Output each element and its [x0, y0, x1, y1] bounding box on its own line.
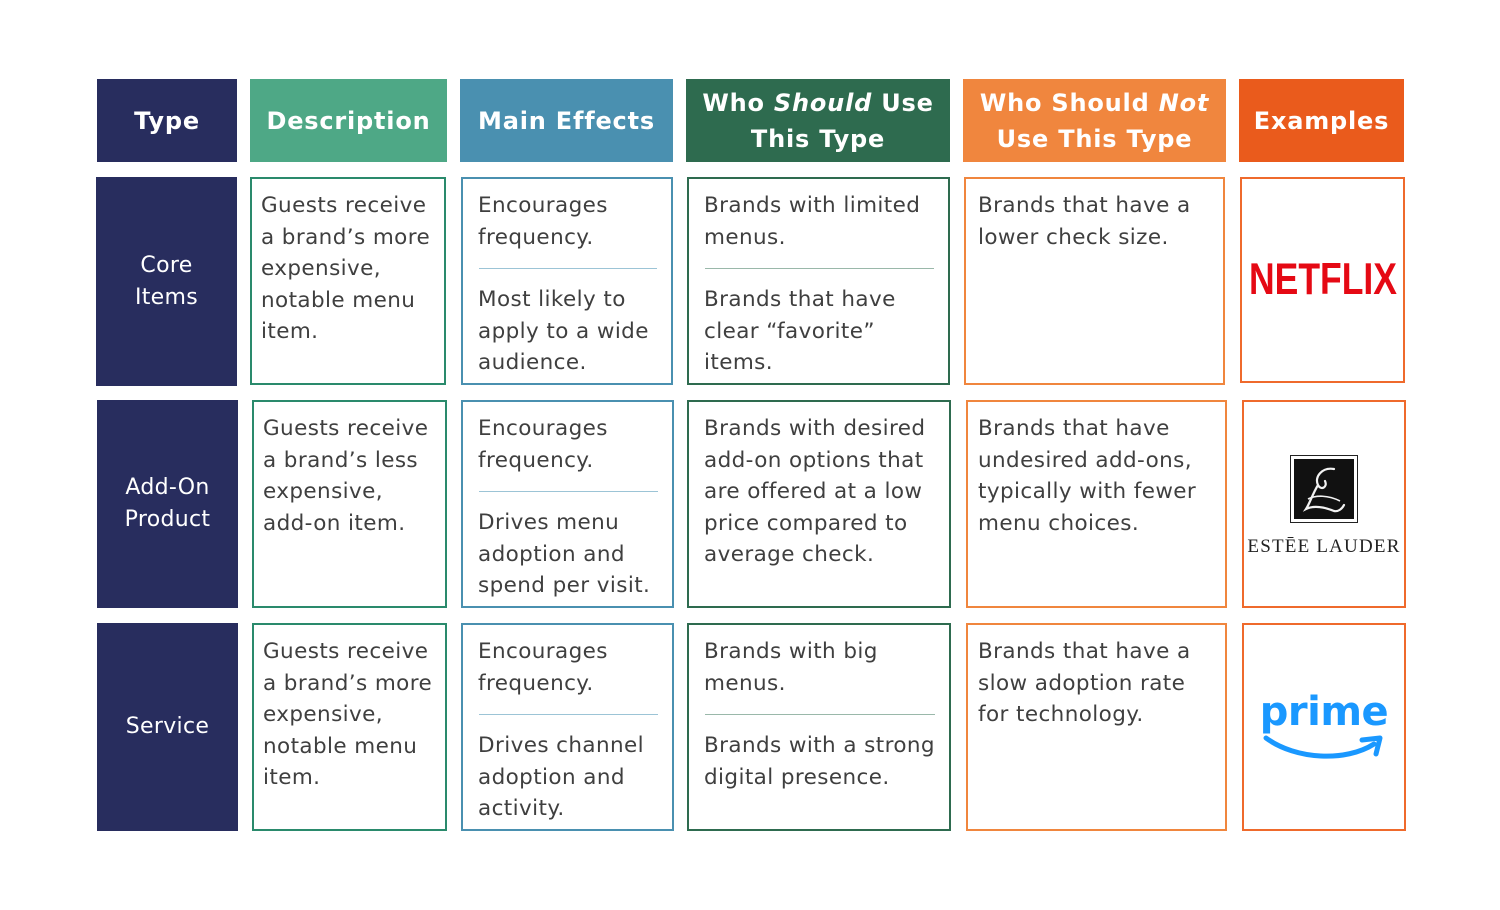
main-effects-cell: Encourages frequency. Most likely to app…: [461, 177, 673, 385]
header-who-should-use-label: Who Should Use This Type: [702, 88, 934, 153]
should-use-cell: Brands with limited menus. Brands that h…: [687, 177, 950, 385]
header-who-should-not-use-label: Who Should Not Use This Type: [979, 88, 1210, 153]
estee-lauder-monogram-icon: [1290, 455, 1358, 524]
header-examples-label: Examples: [1253, 106, 1390, 135]
netflix-logo: NETFLIX: [1248, 255, 1397, 305]
description-cell: Guests receive a brand’s more expensive,…: [250, 177, 446, 385]
should-use-cell: Brands with desired add-on options that …: [687, 400, 951, 608]
example-cell-prime: prime: [1242, 623, 1406, 831]
main-effects-cell: Encourages frequency. Drives menu adopti…: [461, 400, 674, 608]
header-description-label: Description: [266, 106, 431, 135]
divider: [479, 714, 658, 715]
description-cell: Guests receive a brand’s less expensive,…: [252, 400, 447, 608]
should-not-use-cell: Brands that have a slow adoption rate fo…: [966, 623, 1227, 831]
should-use-cell: Brands with big menus. Brands with a str…: [687, 623, 951, 831]
divider: [705, 268, 934, 269]
example-cell-estee-lauder: ESTĒE LAUDER: [1242, 400, 1406, 608]
should-not-use-cell: Brands that have a lower check size.: [964, 177, 1225, 385]
header-who-should-use: Who Should Use This Type: [686, 79, 950, 162]
row-type-service: Service: [97, 623, 238, 831]
header-type-label: Type: [134, 106, 200, 135]
main-effects-cell: Encourages frequency. Drives channel ado…: [461, 623, 674, 831]
header-main-effects-label: Main Effects: [478, 106, 655, 135]
header-main-effects: Main Effects: [460, 79, 673, 162]
header-type: Type: [97, 79, 237, 162]
divider: [479, 491, 658, 492]
prime-wordmark: prime: [1259, 689, 1389, 735]
description-cell: Guests receive a brand’s more expensive,…: [252, 623, 447, 831]
estee-lauder-wordmark: ESTĒE LAUDER: [1247, 536, 1401, 558]
divider: [479, 268, 657, 269]
header-examples: Examples: [1239, 79, 1404, 162]
header-description: Description: [250, 79, 447, 162]
divider: [705, 714, 935, 715]
amazon-smile-arrow-icon: [1263, 735, 1383, 759]
should-not-use-cell: Brands that have undesired add-ons, typi…: [966, 400, 1227, 608]
header-who-should-not-use: Who Should Not Use This Type: [963, 79, 1226, 162]
example-cell-netflix: NETFLIX: [1240, 177, 1405, 383]
